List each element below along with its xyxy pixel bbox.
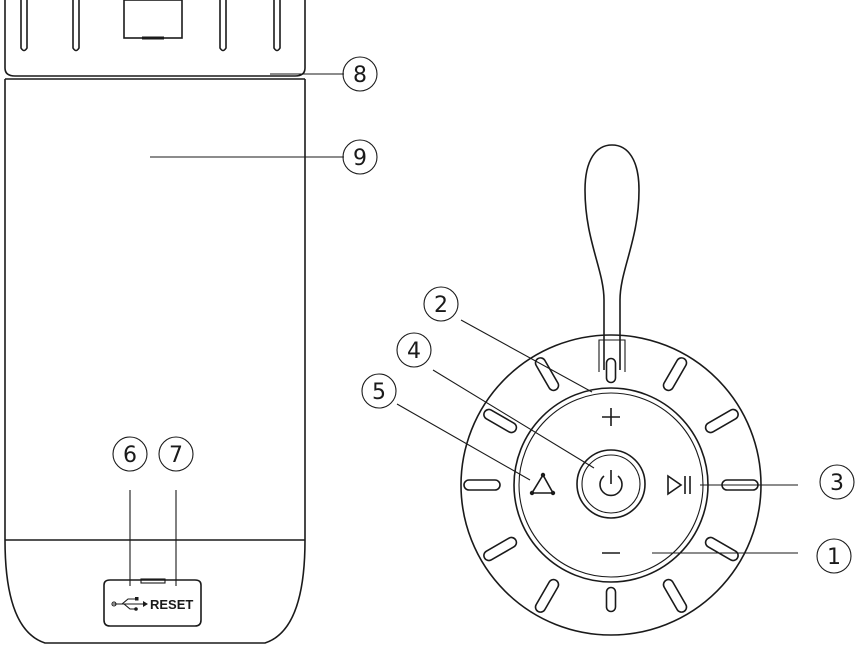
usb-icon: [112, 597, 148, 611]
speaker-top-view: [461, 145, 761, 635]
callout-1: 1: [817, 539, 851, 573]
cap-slots: [21, 0, 280, 51]
power-button[interactable]: [577, 450, 645, 518]
callout-8: 8: [343, 57, 377, 91]
link-triangle-icon: [530, 473, 555, 495]
svg-text:3: 3: [830, 471, 844, 496]
svg-text:5: 5: [372, 380, 386, 405]
volume-up-button[interactable]: [602, 408, 620, 426]
port-cover: RESET: [104, 579, 201, 626]
front-leaders: [130, 74, 344, 586]
power-icon: [600, 470, 622, 495]
callout-6: 6: [113, 437, 147, 471]
top-leaders: [397, 320, 798, 553]
svg-text:8: 8: [353, 63, 367, 88]
callout-4: 4: [397, 333, 431, 367]
speaker-grille-body: [5, 79, 305, 540]
strap-anchor: [124, 0, 182, 38]
plus-icon: [602, 408, 620, 426]
link-button[interactable]: [530, 473, 555, 495]
svg-text:7: 7: [169, 443, 183, 468]
reset-label: RESET: [150, 597, 193, 612]
svg-text:4: 4: [407, 339, 421, 364]
svg-text:6: 6: [123, 443, 137, 468]
svg-text:2: 2: [434, 293, 448, 318]
callout-3: 3: [820, 465, 854, 499]
callout-9: 9: [343, 140, 377, 174]
callout-5: 5: [362, 374, 396, 408]
play-pause-button[interactable]: [668, 476, 690, 494]
speaker-front-view: RESET: [5, 0, 305, 643]
play-pause-icon: [668, 476, 690, 494]
svg-text:9: 9: [353, 146, 367, 171]
bottom-base: [5, 540, 305, 643]
callout-2: 2: [424, 287, 458, 321]
callout-7: 7: [159, 437, 193, 471]
svg-text:1: 1: [827, 545, 841, 570]
